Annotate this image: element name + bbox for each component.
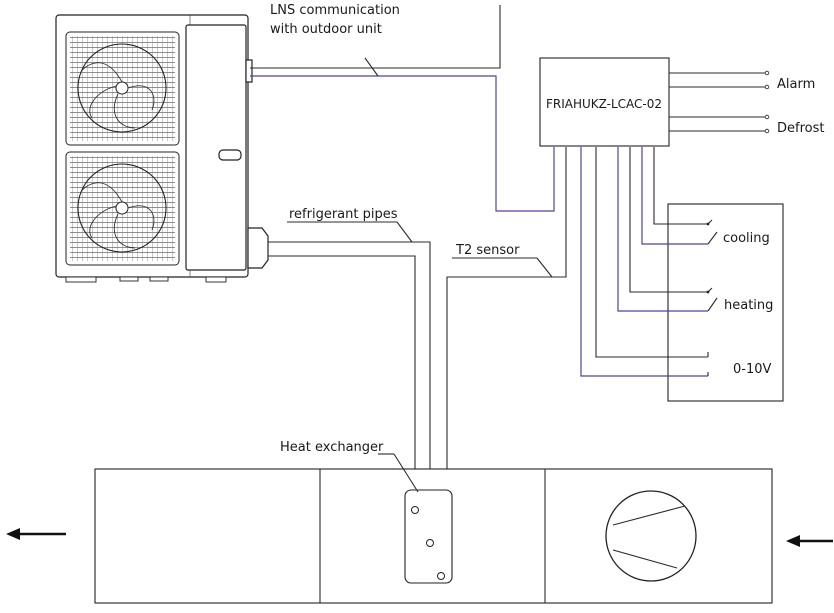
defrost-label: Defrost xyxy=(777,121,824,136)
io-box xyxy=(667,203,784,402)
heat-exchanger xyxy=(404,489,453,584)
analog-label: 0-10V xyxy=(733,362,772,377)
lns-label-line1: LNS communication xyxy=(270,3,400,18)
heat-exchanger-label: Heat exchanger xyxy=(280,440,384,455)
alarm-output xyxy=(669,70,770,90)
alarm-label: Alarm xyxy=(777,77,815,92)
refrigerant-label: refrigerant pipes xyxy=(289,207,398,222)
lns-label-line2: with outdoor unit xyxy=(270,22,382,37)
controller-label: FRIAHUKZ-LCAC-02 xyxy=(546,97,662,111)
defrost-output xyxy=(669,114,770,134)
arrow-left-icon xyxy=(786,535,833,547)
arrow-left-icon xyxy=(6,528,66,540)
controller-box xyxy=(539,57,670,147)
cooling-wiring xyxy=(641,147,718,245)
fan-icon xyxy=(605,490,697,582)
cooling-label: cooling xyxy=(723,231,770,246)
outdoor-unit xyxy=(55,14,269,283)
fan-icon xyxy=(77,43,167,133)
t2-sensor-label: T2 sensor xyxy=(455,243,520,258)
heating-wiring xyxy=(617,147,718,312)
t2-sensor-wire xyxy=(446,147,567,576)
refrigerant-pipes xyxy=(268,221,431,543)
analog-wiring xyxy=(580,147,709,377)
fan-icon xyxy=(77,163,167,253)
lns-wire xyxy=(250,5,555,212)
hx-leader-diag xyxy=(393,453,419,493)
heating-label: heating xyxy=(724,298,773,313)
